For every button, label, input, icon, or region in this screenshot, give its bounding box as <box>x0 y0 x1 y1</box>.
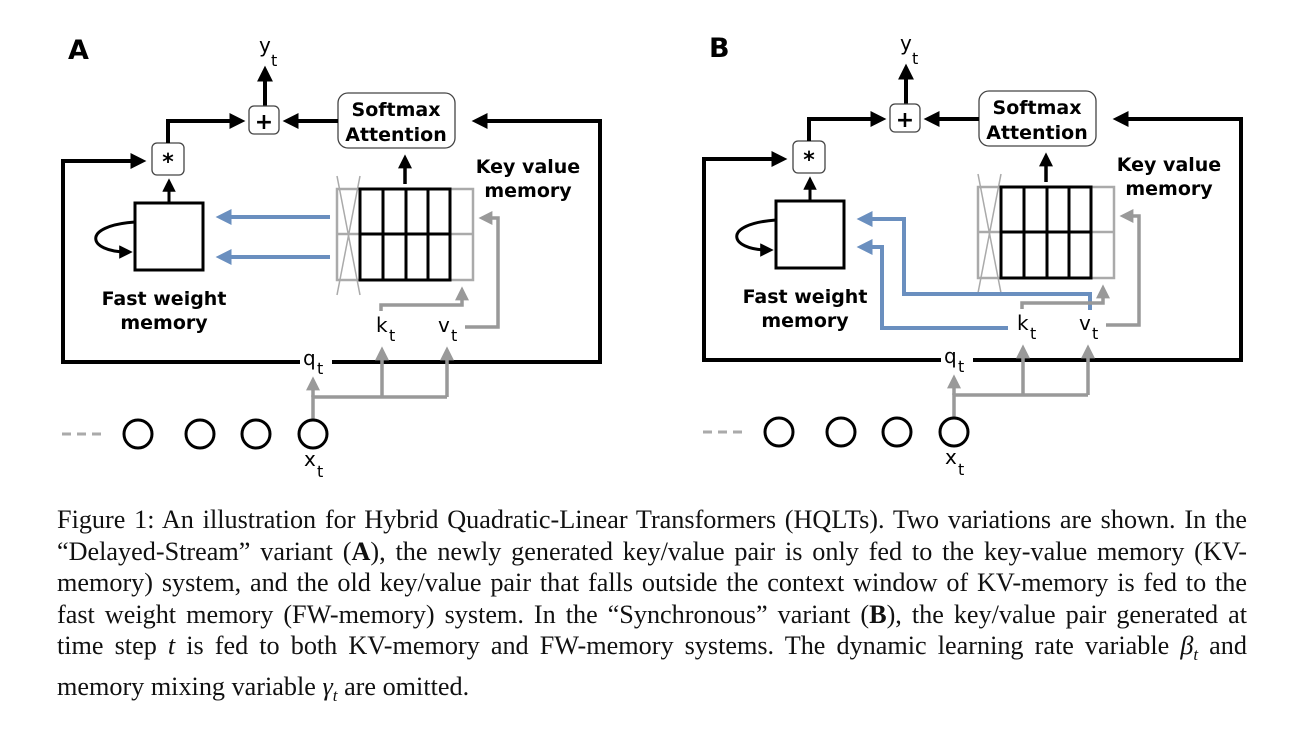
svg-text:q: q <box>944 344 957 368</box>
caption-panel-ref-a: A <box>351 536 371 566</box>
fw-recurrent-loop-icon <box>735 218 777 257</box>
plus-symbol: + <box>255 110 273 135</box>
caption-text: are omitted. <box>337 671 470 701</box>
fw-memory-label-line1: Fast weight <box>102 288 227 310</box>
svg-text:q: q <box>303 346 316 370</box>
input-label: x t <box>304 447 323 481</box>
key-label: k t <box>1017 311 1036 343</box>
input-token <box>881 416 913 448</box>
query-label: q t <box>944 344 964 376</box>
panel-a-delayed-stream: A y t + Softmax Attention * Fast weight … <box>61 33 602 481</box>
svg-text:t: t <box>958 357 964 376</box>
svg-text:k: k <box>376 313 388 337</box>
input-token <box>122 418 154 450</box>
kv-memory-grid <box>976 173 1116 294</box>
panel-label: B <box>709 33 730 64</box>
output-y-label: y t <box>259 33 277 70</box>
query-to-multiply-arrow <box>702 151 941 362</box>
sum-operator-box <box>248 105 280 135</box>
kv-memory-grid <box>335 175 475 296</box>
fast-weight-memory-box <box>133 201 205 272</box>
panel-b-synchronous: B y t + Softmax Attention * Fast weight … <box>702 31 1243 479</box>
multiply-symbol: * <box>803 148 815 173</box>
key-to-kv-arrow <box>1020 284 1110 309</box>
svg-text:x: x <box>304 447 316 471</box>
input-token <box>825 416 857 448</box>
svg-text:v: v <box>1079 311 1091 335</box>
fw-memory-label-line2: memory <box>761 310 849 332</box>
key-to-fw-arrow <box>856 239 1008 330</box>
svg-text:t: t <box>958 460 964 479</box>
output-y-label: y t <box>900 31 918 68</box>
multiply-to-sum-arrow <box>807 111 887 141</box>
svg-text:t: t <box>1030 324 1036 343</box>
figure-caption: Figure 1: An illustration for Hybrid Qua… <box>57 504 1247 711</box>
kv-memory-label-line2: memory <box>1125 178 1213 200</box>
value-label: v t <box>1079 311 1098 343</box>
svg-text:x: x <box>945 445 957 469</box>
softmax-label-line1: Softmax <box>352 99 441 121</box>
value-label: v t <box>438 313 457 345</box>
key-label: k t <box>376 313 395 345</box>
key-to-kv-arrow <box>379 286 469 311</box>
softmax-label-line1: Softmax <box>993 97 1082 119</box>
input-projection-lines <box>311 395 447 420</box>
caption-text: is fed to both KV-memory and FW-memory s… <box>175 631 1181 660</box>
svg-text:y: y <box>259 33 271 57</box>
input-token <box>763 416 795 448</box>
fast-weight-memory-box <box>774 199 846 270</box>
plus-symbol: + <box>896 108 914 133</box>
query-to-softmax-arrow <box>332 113 602 364</box>
fw-memory-label-line1: Fast weight <box>743 286 868 308</box>
input-token <box>184 418 216 450</box>
caption-math-gamma: γt <box>322 671 338 705</box>
svg-text:t: t <box>389 326 395 345</box>
caption-text: ), the newly generated key/value pair is… <box>57 536 1247 629</box>
value-to-fw-arrow <box>856 211 1092 310</box>
value-to-kv-arrow <box>1106 209 1141 327</box>
input-label: x t <box>945 445 964 479</box>
multiply-symbol: * <box>162 150 174 175</box>
svg-text:y: y <box>900 31 912 55</box>
fw-recurrent-loop-icon <box>94 220 136 259</box>
softmax-label-line2: Attention <box>986 122 1087 144</box>
multiply-to-sum-arrow <box>166 113 246 143</box>
svg-text:t: t <box>317 359 323 378</box>
caption-text: and memory mixing variable <box>57 631 1247 701</box>
svg-text:t: t <box>912 49 918 68</box>
input-token-current <box>938 416 970 448</box>
kv-memory-label-line1: Key value <box>476 156 580 178</box>
caption-panel-ref-b: B <box>869 599 887 629</box>
query-label: q t <box>303 346 323 378</box>
input-token-current <box>297 418 329 450</box>
query-to-softmax-arrow <box>973 111 1243 362</box>
hqlt-figure: A y t + Softmax Attention * Fast weight … <box>61 31 1243 481</box>
caption-text: ), the key/value pair generated at time … <box>57 599 1247 661</box>
svg-text:t: t <box>317 462 323 481</box>
sum-operator-box <box>889 103 921 133</box>
svg-text:v: v <box>438 313 450 337</box>
input-projection-lines <box>952 393 1088 418</box>
svg-text:t: t <box>1092 324 1098 343</box>
kv-memory-label-line1: Key value <box>1117 154 1221 176</box>
input-token <box>240 418 272 450</box>
svg-text:k: k <box>1017 311 1029 335</box>
softmax-label-line2: Attention <box>345 124 446 146</box>
svg-text:t: t <box>451 326 457 345</box>
caption-math-t: t <box>167 631 176 660</box>
caption-math-beta: βt <box>1180 631 1199 665</box>
kv-memory-label-line2: memory <box>484 180 572 202</box>
query-to-multiply-arrow <box>61 153 300 364</box>
value-to-kv-arrow <box>465 211 500 329</box>
panel-label: A <box>68 35 89 66</box>
svg-text:t: t <box>271 51 277 70</box>
fw-memory-label-line2: memory <box>120 312 208 334</box>
caption-text: Figure 1: An illustration for Hybrid Qua… <box>57 505 1247 566</box>
